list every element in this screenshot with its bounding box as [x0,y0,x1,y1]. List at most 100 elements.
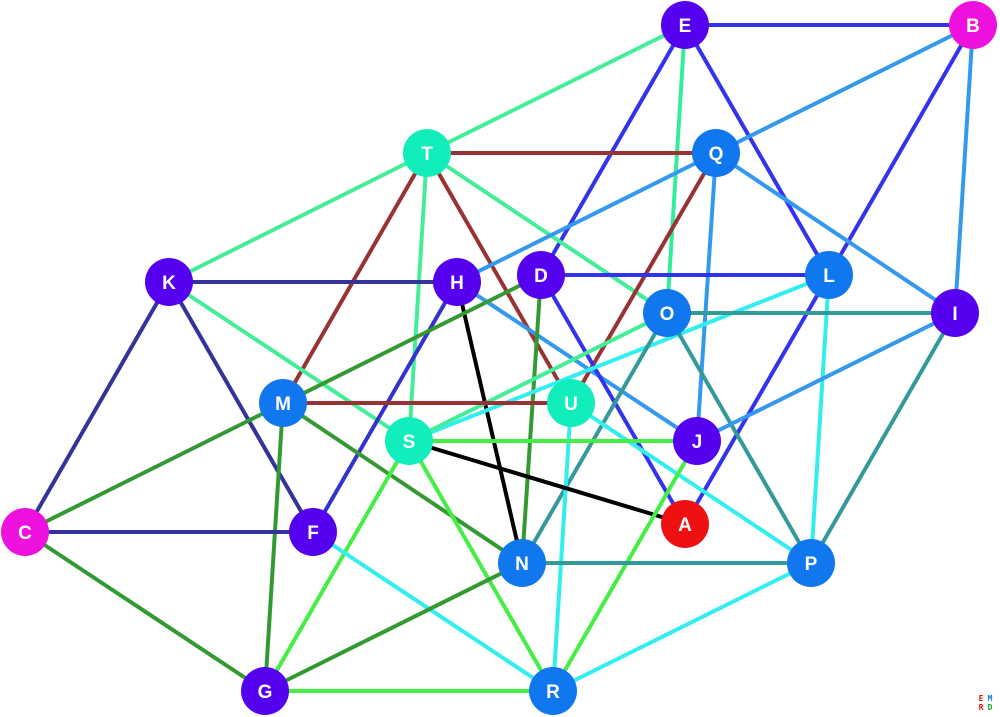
node-label: E [679,16,692,37]
edges-layer [23,23,975,693]
node-h: H [433,258,481,306]
node-d: D [517,251,565,299]
edge-k-f [167,281,315,533]
node-r: R [529,667,577,715]
edge-h-f [311,281,459,533]
edge-i-p [809,312,957,564]
edge-m-n [281,401,524,565]
node-label: S [403,432,416,453]
emrd-logo: E M R D [977,695,995,713]
edge-e-t [426,23,686,155]
edge-b-q [715,23,974,155]
node-label: U [564,394,578,415]
node-m: M [259,379,307,427]
edge-t-o [425,151,669,315]
node-label: P [805,554,818,575]
edge-d-n [520,274,543,564]
node-circle [498,539,546,587]
logo-letter: R [978,703,984,712]
edge-l-p [809,274,831,564]
edge-b-i [953,24,975,314]
node-label: J [692,432,703,453]
node-circle [403,129,451,177]
node-k: K [145,258,193,306]
node-circle [241,667,289,715]
node-label: R [546,682,560,703]
edge-o-s [408,311,668,443]
logo-letter: D [987,703,993,712]
node-b: B [949,1,997,49]
node-label: M [275,394,291,415]
edge-t-u [425,152,573,404]
edge-t-s [407,152,429,442]
node-j: J [673,417,721,465]
edge-k-c [23,281,171,533]
node-g: G [241,667,289,715]
node-label: K [162,273,176,294]
node-p: P [787,539,835,587]
node-circle [385,417,433,465]
edge-l-a [683,273,831,526]
edge-l-s [408,273,830,443]
node-c: C [1,508,49,556]
node-circle [805,251,853,299]
logo-letter: E [978,694,984,703]
node-label: G [258,682,273,703]
edge-k-s [167,280,411,443]
logo-letter: M [987,694,993,703]
node-circle [643,289,691,337]
edge-s-a [408,439,686,526]
node-circle [517,251,565,299]
node-label: F [307,523,319,544]
edge-t-k [168,151,428,284]
node-label: D [534,266,548,287]
edge-n-g [264,561,523,693]
node-circle [145,258,193,306]
node-circle [529,667,577,715]
edge-b-l [827,24,975,276]
node-circle [661,1,709,49]
edge-q-u [569,151,718,405]
node-circle [547,379,595,427]
node-circle [931,289,979,337]
edge-u-r [551,402,573,692]
node-s: S [385,417,433,465]
node-circle [289,508,337,556]
node-l: L [805,251,853,299]
node-circle [433,258,481,306]
edge-o-p [665,312,813,564]
node-circle [787,539,835,587]
edge-s-g [263,440,411,692]
node-a: A [661,500,709,548]
node-circle [692,129,740,177]
node-i: I [931,289,979,337]
node-label: A [678,515,692,536]
edge-e-l [683,24,831,276]
edge-e-d [539,24,687,276]
edge-c-g [23,530,267,693]
edge-q-h [456,151,717,284]
node-n: N [498,539,546,587]
node-label: L [823,266,835,287]
node-label: C [18,523,32,544]
node-o: O [643,289,691,337]
edge-p-r [552,561,812,693]
edge-d-a [539,273,687,526]
node-label: H [450,273,464,294]
node-t: T [403,129,451,177]
edge-q-i [714,151,957,315]
edge-j-r [551,440,699,692]
edge-s-r [407,440,555,692]
edge-o-n [520,311,669,565]
node-label: B [966,16,980,37]
node-e: E [661,1,709,49]
node-label: O [660,304,675,325]
node-f: F [289,508,337,556]
edge-u-p [569,401,813,565]
edge-i-j [696,311,956,443]
node-label: N [515,554,529,575]
node-label: T [421,144,433,165]
node-circle [673,417,721,465]
